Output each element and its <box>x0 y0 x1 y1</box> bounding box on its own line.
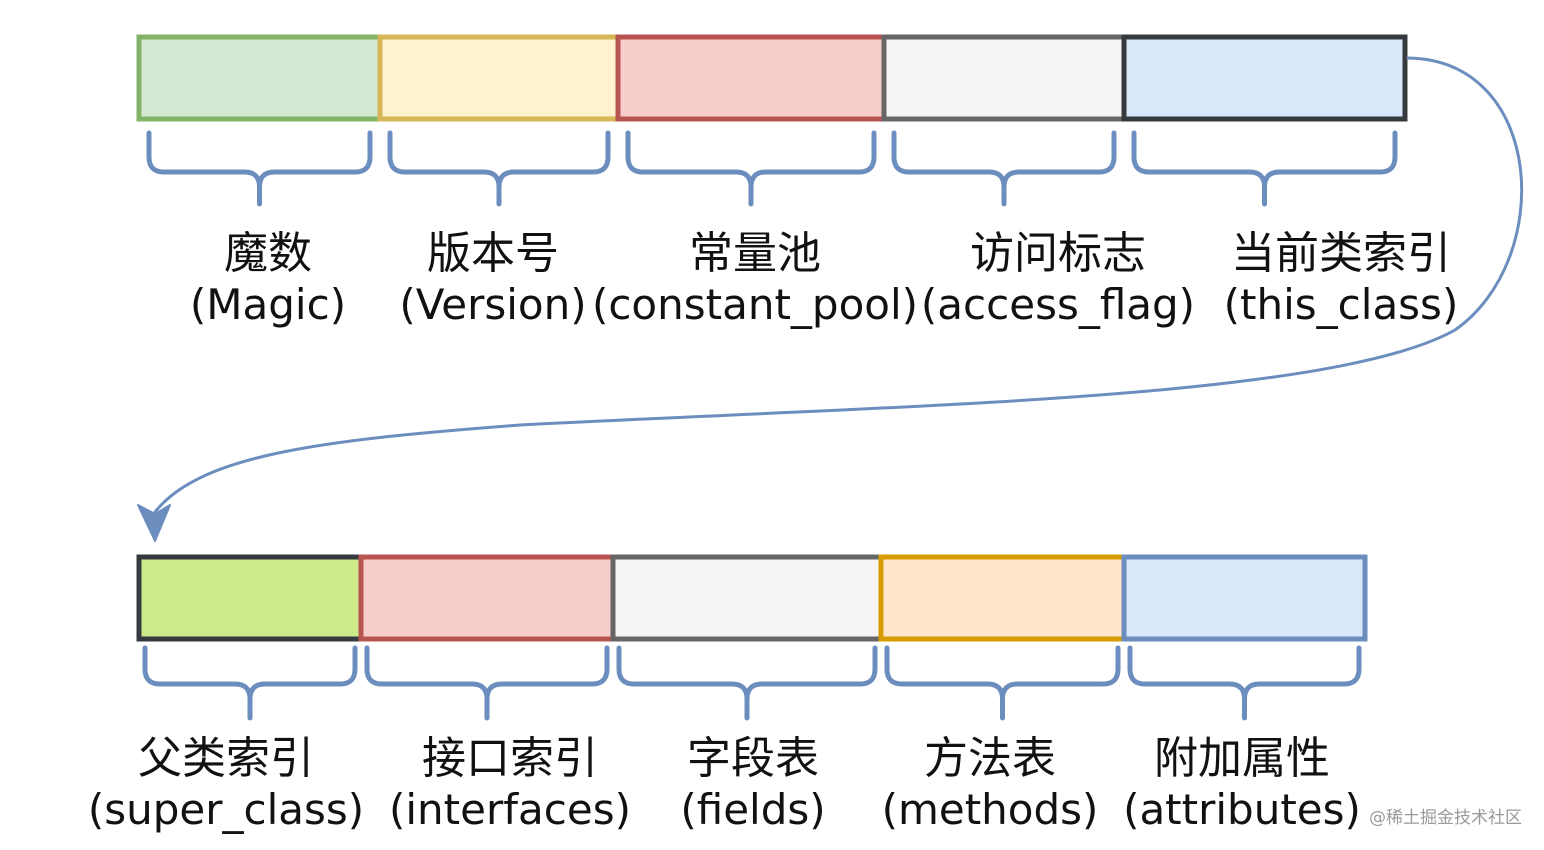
field-brace-1-1 <box>364 645 610 721</box>
field-brace-1-3 <box>884 645 1121 721</box>
field-box-0-1 <box>377 34 621 122</box>
field-box-0-3 <box>881 34 1127 122</box>
field-brace-1-4 <box>1127 645 1362 721</box>
field-label-zh: 当前类索引 <box>1231 228 1451 279</box>
field-box-0-0 <box>136 34 383 122</box>
field-label-zh: 附加属性 <box>1154 733 1330 784</box>
field-label-0-2: 常量池(constant_pool) <box>585 228 925 329</box>
field-label-1-1: 接口索引(interfaces) <box>340 733 680 834</box>
field-label-1-4: 附加属性(attributes) <box>1072 733 1412 834</box>
field-brace-1-2 <box>616 645 878 721</box>
field-label-1-3: 方法表(methods) <box>820 733 1160 834</box>
field-label-en: (Magic) <box>189 279 347 329</box>
connector-curve <box>153 56 1524 514</box>
field-label-en: (fields) <box>680 784 826 834</box>
field-braces <box>142 130 1398 721</box>
field-label-en: (access_flag) <box>920 279 1196 329</box>
field-brace-1-0 <box>142 645 358 721</box>
field-label-zh: 父类索引 <box>138 733 314 784</box>
field-brace-0-1 <box>387 130 611 207</box>
field-label-0-1: 版本号(Version) <box>323 228 663 329</box>
field-label-zh: 版本号 <box>427 228 559 279</box>
field-box-1-2 <box>610 554 884 642</box>
connector-arrowhead <box>137 504 171 542</box>
field-label-zh: 接口索引 <box>422 733 598 784</box>
field-label-en: (attributes) <box>1123 784 1361 834</box>
field-label-en: (methods) <box>881 784 1099 834</box>
field-label-zh: 字段表 <box>687 733 819 784</box>
field-label-1-0: 父类索引(super_class) <box>56 733 396 834</box>
field-label-0-4: 当前类索引(this_class) <box>1171 228 1511 329</box>
field-brace-0-2 <box>625 130 877 207</box>
field-label-en: (super_class) <box>87 784 365 834</box>
field-label-en: (this_class) <box>1223 279 1459 329</box>
field-label-zh: 方法表 <box>924 733 1056 784</box>
field-brace-0-4 <box>1131 130 1398 207</box>
field-label-zh: 魔数 <box>224 228 312 279</box>
field-label-zh: 常量池 <box>689 228 821 279</box>
field-brace-0-0 <box>146 130 373 207</box>
field-box-1-0 <box>136 554 364 642</box>
field-label-1-2: 字段表(fields) <box>583 733 923 834</box>
field-box-0-2 <box>615 34 887 122</box>
field-brace-0-3 <box>891 130 1117 207</box>
row-connector <box>137 56 1524 542</box>
field-label-en: (interfaces) <box>389 784 631 834</box>
field-box-1-4 <box>1121 554 1368 642</box>
field-box-1-1 <box>358 554 616 642</box>
field-box-0-4 <box>1121 34 1408 122</box>
field-box-1-3 <box>878 554 1127 642</box>
field-label-zh: 访问标志 <box>970 228 1146 279</box>
field-label-en: (constant_pool) <box>591 279 919 329</box>
field-label-0-3: 访问标志(access_flag) <box>888 228 1228 329</box>
field-boxes <box>136 34 1408 642</box>
field-label-en: (Version) <box>399 279 587 329</box>
field-label-0-0: 魔数(Magic) <box>98 228 438 329</box>
watermark: @稀土掘金技术社区 <box>1369 808 1522 828</box>
